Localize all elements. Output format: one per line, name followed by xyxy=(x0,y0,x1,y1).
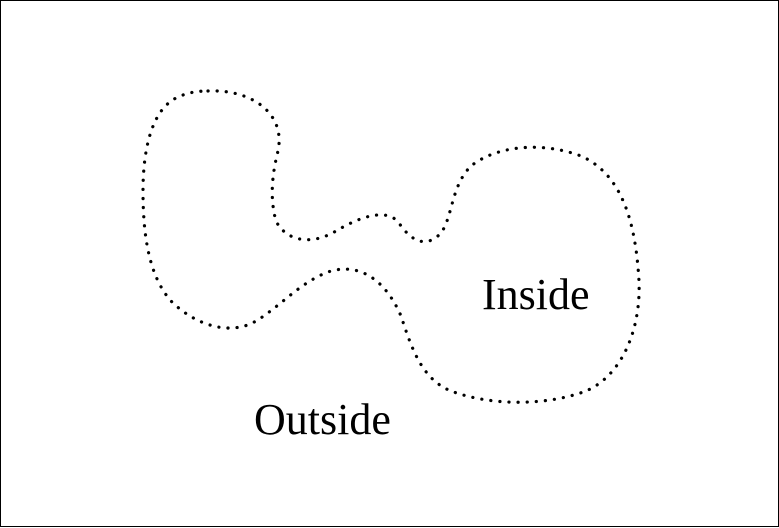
closed-curve-boundary xyxy=(141,89,641,404)
outside-label: Outside xyxy=(254,395,391,444)
inside-label: Inside xyxy=(482,270,590,319)
